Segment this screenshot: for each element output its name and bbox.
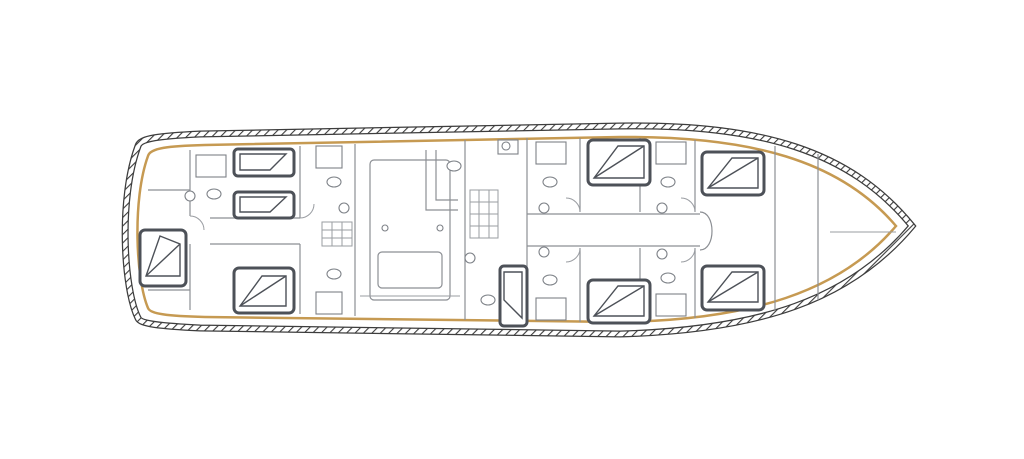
bed-icon bbox=[498, 264, 529, 328]
bed-icon bbox=[232, 266, 296, 315]
saloon-area bbox=[360, 150, 460, 301]
bed-icon bbox=[232, 147, 296, 178]
door-swings bbox=[189, 197, 696, 263]
shower-icon bbox=[195, 139, 687, 321]
hull-rope-inner bbox=[122, 123, 915, 337]
bed-icon bbox=[232, 190, 296, 220]
bed-icon bbox=[138, 228, 188, 288]
bed-icon bbox=[586, 138, 652, 187]
bed-icon bbox=[586, 278, 652, 325]
bed-icon bbox=[700, 150, 766, 197]
bed-icon bbox=[700, 264, 766, 312]
stairs-icon bbox=[321, 189, 499, 247]
toilet-icon bbox=[206, 160, 676, 306]
sink-icon bbox=[184, 141, 668, 264]
